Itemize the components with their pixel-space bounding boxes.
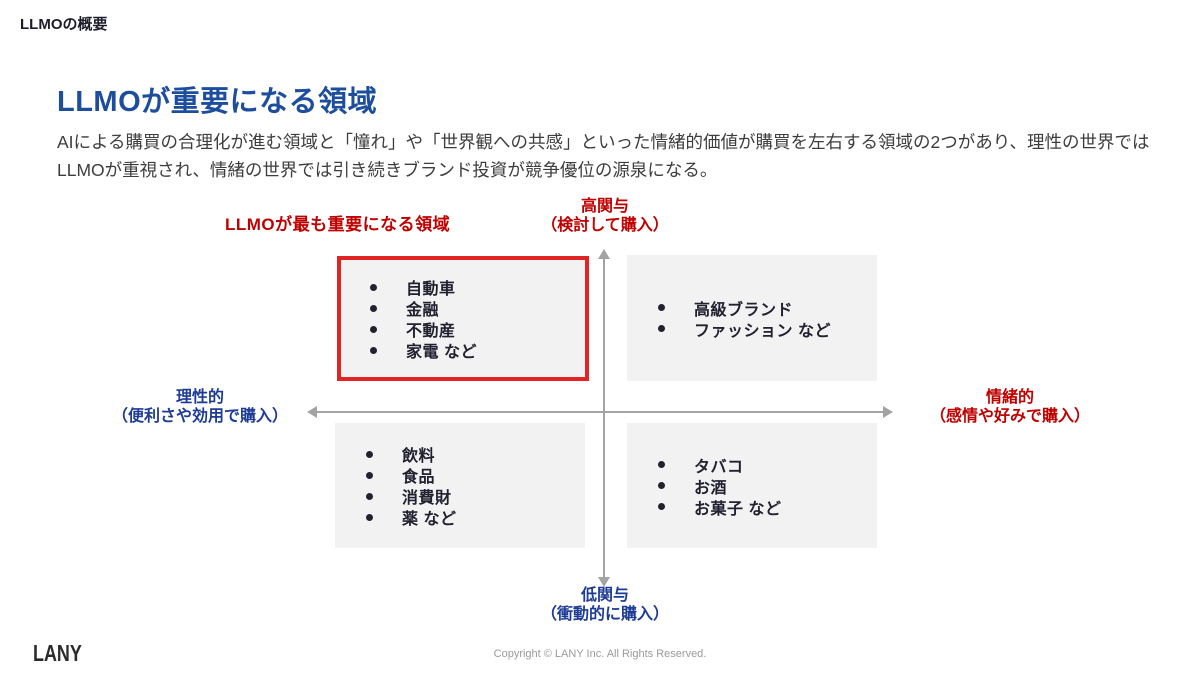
axis-label-top-line2: （検討して購入）	[541, 217, 669, 234]
bullet-icon	[658, 304, 665, 311]
list-item: 不動産	[370, 319, 585, 340]
list-item-label: 家電 など	[406, 344, 477, 361]
list-item-label: 消費財	[402, 490, 452, 507]
list-item-label: ファッション など	[694, 322, 831, 340]
list-item-label: タバコ	[694, 458, 744, 476]
page-description: AIによる購買の合理化が進む領域と「憧れ」や「世界観への共感」といった情緒的価値…	[57, 132, 1150, 180]
page-title: LLMOが重要になる領域	[57, 86, 378, 118]
axis-label-top-line1: 高関与	[580, 198, 629, 215]
list-item-label: 高級ブランド	[694, 301, 794, 319]
bullet-icon	[658, 461, 665, 468]
list-item-label: 金融	[406, 302, 440, 319]
bullet-icon	[658, 482, 665, 489]
bullet-icon	[370, 283, 377, 291]
axis-label-bottom-line1: 低関与	[580, 587, 629, 604]
quadrant-bottom-left: 飲料 食品 消費財 薬 など	[335, 423, 585, 548]
list-item-label: お酒	[694, 479, 728, 497]
list-item: 薬 など	[366, 507, 585, 528]
quadrant-top-left: 自動車 金融 不動産 家電 など	[337, 256, 589, 381]
arrow-down-icon	[598, 577, 610, 587]
bullet-icon	[366, 513, 373, 521]
list-item: お菓子 など	[658, 496, 877, 518]
axis-label-right: 情緒的 （感情や好みで購入）	[860, 388, 1160, 426]
list-item-label: 食品	[402, 469, 436, 486]
list-item: 飲料	[366, 444, 585, 465]
axis-label-top: 高関与 （検討して購入）	[455, 197, 755, 235]
axis-label-right-line1: 情緒的	[985, 389, 1034, 406]
axis-label-left-line2: （便利さや効用で購入）	[111, 408, 288, 425]
arrow-right-icon	[883, 406, 893, 418]
breadcrumb: LLMOの概要	[20, 16, 108, 33]
bullet-icon	[658, 325, 665, 332]
bullet-icon	[370, 346, 377, 354]
quadrant-top-right: 高級ブランド ファッション など	[627, 255, 877, 381]
quadrant-bottom-right: タバコ お酒 お菓子 など	[627, 423, 877, 548]
bullet-icon	[370, 304, 377, 312]
list-item-label: お菓子 など	[694, 500, 782, 518]
list-item: 消費財	[366, 486, 585, 507]
axis-label-left: 理性的 （便利さや効用で購入）	[50, 388, 350, 426]
lany-logo: LANY	[33, 640, 82, 666]
arrow-up-icon	[598, 249, 610, 259]
list-item-label: 薬 など	[402, 511, 457, 528]
list-item-label: 飲料	[402, 448, 436, 465]
list-item: 自動車	[370, 277, 585, 298]
bullet-icon	[366, 450, 373, 458]
bullet-icon	[366, 492, 373, 500]
axis-label-left-line1: 理性的	[175, 389, 224, 406]
list-item-label: 不動産	[406, 323, 456, 340]
list-item-label: 自動車	[406, 281, 456, 298]
list-item: 家電 など	[370, 340, 585, 361]
list-item: 金融	[370, 298, 585, 319]
copyright-text: Copyright © LANY Inc. All Rights Reserve…	[493, 648, 707, 660]
axis-label-right-line2: （感情や好みで購入）	[929, 408, 1090, 425]
bullet-icon	[658, 503, 665, 510]
list-item: 食品	[366, 465, 585, 486]
axis-label-bottom: 低関与 （衝動的に購入）	[455, 586, 755, 624]
list-item: ファッション など	[658, 318, 877, 340]
arrow-left-icon	[307, 406, 317, 418]
list-item: タバコ	[658, 454, 877, 476]
bullet-icon	[370, 325, 377, 333]
list-item: お酒	[658, 475, 877, 497]
axis-label-bottom-line2: （衝動的に購入）	[540, 606, 669, 623]
horizontal-axis-line	[317, 411, 883, 413]
bullet-icon	[366, 471, 373, 479]
list-item: 高級ブランド	[658, 297, 877, 319]
highlight-callout-label: LLMOが最も重要になる領域	[225, 215, 451, 234]
vertical-axis-line	[603, 258, 605, 578]
